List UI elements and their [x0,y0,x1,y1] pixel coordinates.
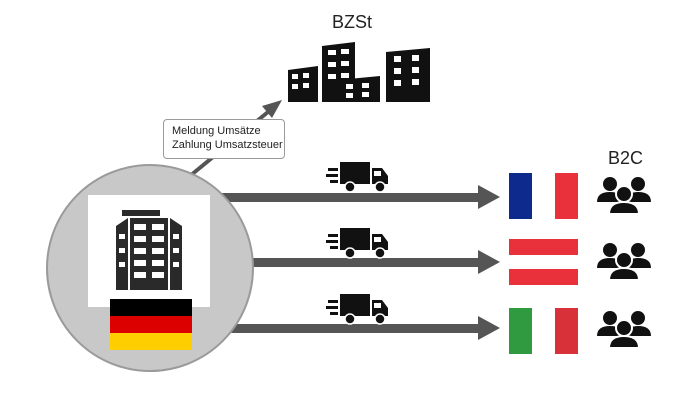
office-building-icon [116,210,182,290]
tax-authority-buildings-icon [288,42,430,102]
group-icon [596,310,652,349]
group-icon [596,176,652,215]
flag-austria [509,239,578,285]
callout-line-payment: Zahlung Umsatzsteuer [172,139,283,151]
report-callout: Meldung Umsätze Zahlung Umsatzsteuer [163,119,285,159]
truck-icon [325,293,389,325]
truck-icon [325,161,389,193]
flag-france [509,173,578,219]
group-icon [596,242,652,281]
flow-arrow-at [240,250,500,274]
callout-line-report: Meldung Umsätze [172,125,261,137]
flow-arrow-fr [215,185,500,209]
flow-arrow-it [215,316,500,340]
tax-authority-label: BZSt [332,12,373,32]
flag-italy [509,308,578,354]
truck-icon [325,227,389,259]
flag-germany [110,297,192,350]
customers-label: B2C [608,148,644,168]
